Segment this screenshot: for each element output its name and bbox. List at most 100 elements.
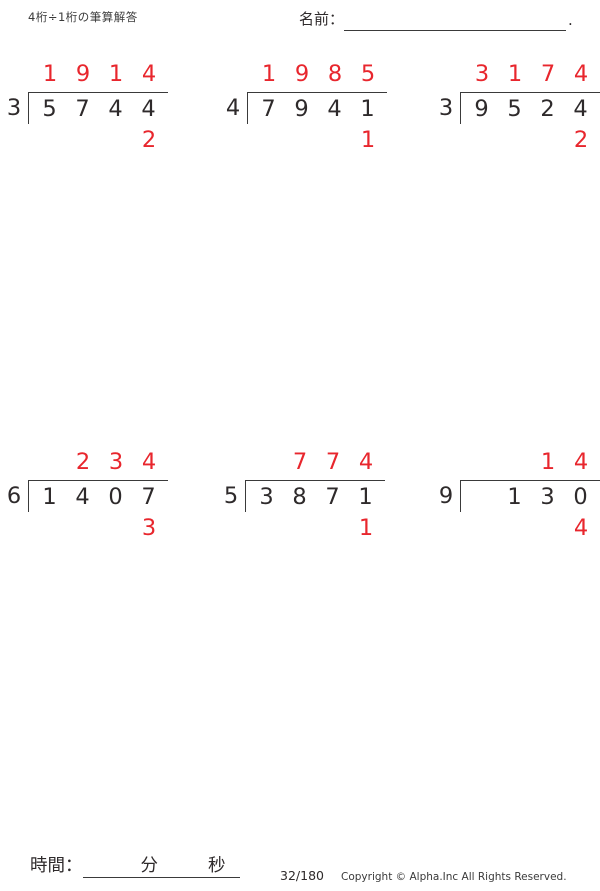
- dividend-digit: 4: [75, 484, 90, 510]
- time-field: 時間： 分 秒: [30, 852, 240, 878]
- quotient-digit: 1: [42, 61, 58, 87]
- empty-cell: [532, 126, 565, 154]
- remainder-digit: 2: [573, 127, 589, 153]
- divisor: 9: [438, 483, 454, 509]
- empty-cell: [466, 126, 499, 154]
- dividend-digit: 1: [507, 484, 522, 510]
- dividend-digit: 1: [42, 484, 57, 510]
- quotient-digit: 2: [75, 449, 91, 475]
- quotient-digit: 4: [573, 449, 589, 475]
- divisor: 6: [6, 483, 22, 509]
- divisor: 4: [225, 95, 241, 121]
- sheet-title: 4桁÷1桁の筆算解答: [28, 10, 138, 24]
- minutes-label: 分: [140, 856, 159, 876]
- name-blank-line: [344, 11, 567, 31]
- quotient-digit: 1: [261, 61, 277, 87]
- empty-cell: [100, 126, 133, 154]
- name-line-period: .: [568, 11, 573, 29]
- remainder-row: 2: [466, 126, 600, 154]
- empty-cell: [499, 448, 532, 476]
- quotient-digit: 1: [540, 449, 556, 475]
- quotient-digit: 4: [141, 61, 157, 87]
- empty-cell: [466, 448, 499, 476]
- dividend-digit: 7: [75, 96, 90, 122]
- quotient-digit: 7: [325, 449, 341, 475]
- remainder-digit: 1: [360, 127, 376, 153]
- empty-cell: [251, 514, 284, 542]
- remainder-row: 1: [251, 514, 408, 542]
- dividend-digit: 3: [540, 484, 555, 510]
- dividend-digit: 1: [360, 96, 375, 122]
- remainder-digit: 4: [573, 515, 589, 541]
- empty-cell: [532, 514, 565, 542]
- quotient-digit: 7: [292, 449, 308, 475]
- dividend-digit: 2: [540, 96, 555, 122]
- seconds-label: 秒: [208, 856, 226, 876]
- empty-cell: [286, 126, 319, 154]
- empty-cell: [34, 448, 67, 476]
- empty-cell: [317, 514, 350, 542]
- quotient-digit: 7: [540, 61, 556, 87]
- name-label: 名前：: [299, 10, 345, 28]
- empty-cell: [466, 514, 499, 542]
- dividend-digit: 4: [327, 96, 342, 122]
- empty-cell: [67, 126, 100, 154]
- name-field: 名前： .: [299, 8, 573, 31]
- dividend-digit: 5: [507, 96, 522, 122]
- dividend-digit: 9: [474, 96, 489, 122]
- quotient-digit: 3: [474, 61, 490, 87]
- quotient-digit: 5: [360, 61, 376, 87]
- empty-cell: [319, 126, 352, 154]
- quotient-digit: 8: [327, 61, 343, 87]
- quotient-digit: 1: [507, 61, 523, 87]
- empty-cell: [34, 126, 67, 154]
- empty-cell: [67, 514, 100, 542]
- time-blank-line: 分 秒: [82, 854, 240, 878]
- empty-cell: [499, 126, 532, 154]
- dividend-digit: 0: [108, 484, 123, 510]
- empty-cell: [499, 514, 532, 542]
- dividend-digit: 5: [42, 96, 57, 122]
- dividend-digit: 7: [141, 484, 156, 510]
- remainder-row: 4: [466, 514, 600, 542]
- dividend-digit: 1: [358, 484, 373, 510]
- divisor: 5: [223, 483, 239, 509]
- remainder-digit: 2: [141, 127, 157, 153]
- quotient-digit: 4: [141, 449, 157, 475]
- empty-cell: [34, 514, 67, 542]
- empty-cell: [251, 448, 284, 476]
- quotient-digit: 9: [75, 61, 91, 87]
- empty-cell: [100, 514, 133, 542]
- remainder-digit: 3: [141, 515, 157, 541]
- dividend-digit: 8: [292, 484, 307, 510]
- divisor: 3: [438, 95, 454, 121]
- dividend-digit: 7: [325, 484, 340, 510]
- copyright-text: Copyright © Alpha.Inc All Rights Reserve…: [341, 871, 567, 883]
- remainder-row: 3: [34, 514, 191, 542]
- quotient-digit: 4: [573, 61, 589, 87]
- dividend-digit: 7: [261, 96, 276, 122]
- divisor: 3: [6, 95, 22, 121]
- empty-cell: [465, 483, 498, 511]
- page-number: 32/180: [280, 868, 324, 883]
- dividend-digit: 4: [108, 96, 123, 122]
- empty-cell: [284, 514, 317, 542]
- dividend-digit: 3: [259, 484, 274, 510]
